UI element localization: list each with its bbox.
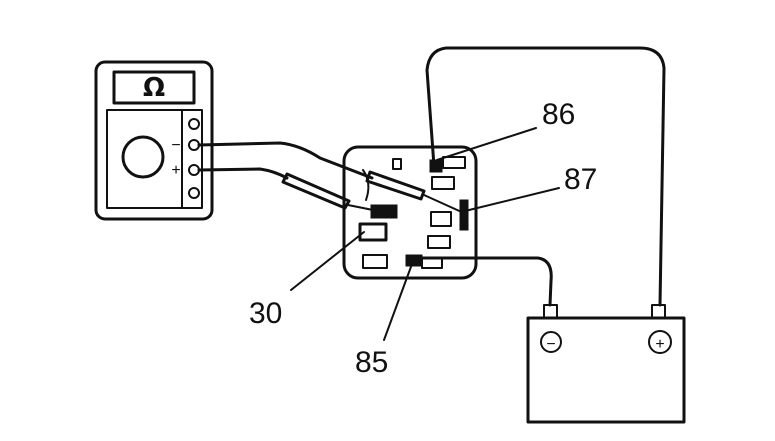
- label-30: 30: [249, 297, 282, 330]
- negative-symbol: −: [546, 336, 555, 353]
- positive-symbol: +: [655, 336, 664, 353]
- multimeter-panel: [106, 109, 203, 209]
- negative-jumper-wire: [411, 256, 553, 307]
- minus-probe-handle[interactable]: [365, 170, 426, 201]
- positive-symbol-circle: [648, 330, 672, 354]
- relay-housing: [342, 145, 478, 280]
- plus-probe-handle[interactable]: [281, 172, 351, 210]
- label-85: 85: [355, 346, 388, 379]
- minus-terminal-label: −: [171, 137, 180, 154]
- terminal-30-pin[interactable]: [370, 204, 398, 219]
- relay-slot-c: [427, 235, 451, 249]
- relay-slot-b: [430, 211, 452, 227]
- positive-jumper-wire: [425, 46, 666, 307]
- callouts: 86 87 30 85: [249, 98, 597, 379]
- test-leads: [197, 141, 467, 215]
- label-87: 87: [564, 163, 597, 196]
- positive-post[interactable]: [651, 304, 666, 319]
- relay-key-slot: [392, 158, 402, 170]
- relay-slot-a: [431, 176, 455, 190]
- battery-case: [526, 316, 686, 424]
- leader-30: [290, 231, 365, 291]
- multimeter-display: [112, 70, 196, 105]
- terminal-86-pin[interactable]: [429, 159, 443, 173]
- jumper-wires: [411, 46, 666, 307]
- meter-jack-bottom[interactable]: [188, 187, 200, 199]
- relay-mark: [362, 169, 370, 201]
- minus-probe-tip: [423, 194, 467, 215]
- terminal-30-slot: [358, 222, 388, 242]
- relay-slot-d: [362, 254, 388, 269]
- label-86: 86: [542, 98, 575, 131]
- terminal-87-pin[interactable]: [459, 199, 469, 231]
- leader-85: [383, 263, 413, 341]
- ohm-symbol: Ω: [143, 73, 165, 103]
- terminal-86-slot: [442, 156, 466, 169]
- battery: − +: [526, 304, 686, 424]
- leader-86: [436, 127, 537, 161]
- meter-jack-top[interactable]: [188, 118, 200, 130]
- minus-lead-wire: [197, 141, 374, 180]
- negative-post[interactable]: [543, 304, 558, 319]
- multimeter-body: [94, 60, 214, 221]
- negative-symbol-circle: [540, 331, 562, 353]
- plus-terminal-label: +: [171, 162, 180, 179]
- leader-87: [464, 187, 560, 212]
- multimeter: Ω − +: [94, 60, 214, 221]
- selector-dial[interactable]: [121, 135, 165, 179]
